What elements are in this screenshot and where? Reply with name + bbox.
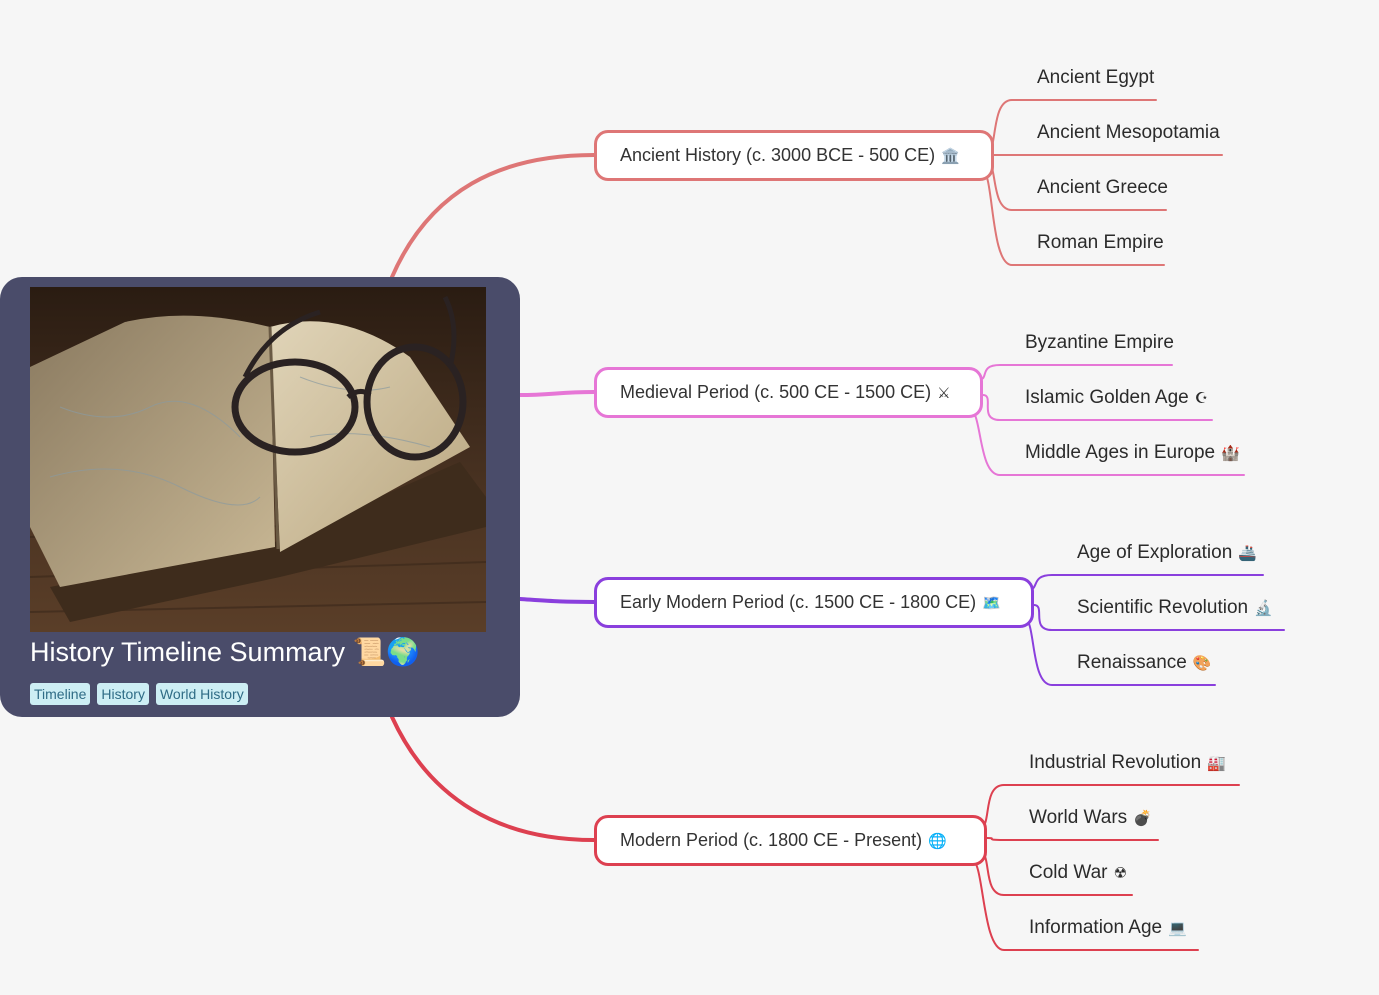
subtopic-information-age[interactable]: Information Age💻	[1029, 917, 1187, 938]
radioactive-icon: ☢	[1113, 865, 1127, 882]
microscope-icon: 🔬	[1254, 600, 1273, 617]
tag-history[interactable]: History	[97, 683, 149, 705]
subtopic-industrial-revolution[interactable]: Industrial Revolution🏭	[1029, 752, 1226, 773]
topic-ancient-history[interactable]: Ancient History (c. 3000 BCE - 500 CE) 🏛…	[594, 130, 994, 181]
factory-icon: 🏭	[1207, 755, 1226, 772]
link-root-ancient	[390, 153, 596, 279]
castle-icon: 🏰	[1221, 445, 1240, 462]
topic-medieval-period[interactable]: Medieval Period (c. 500 CE - 1500 CE) ⚔	[594, 367, 983, 418]
crossed-swords-icon: ⚔	[937, 384, 951, 402]
world-map-icon: 🗺️	[982, 594, 1001, 612]
link-islamic	[982, 394, 1213, 421]
root-node[interactable]: History Timeline Summary 📜🌍 Timeline His…	[0, 277, 520, 717]
book-glasses-photo	[30, 287, 486, 632]
link-world-wars	[986, 837, 1159, 841]
subtopic-byzantine-empire[interactable]: Byzantine Empire	[1025, 332, 1174, 353]
topic-label: Ancient History (c. 3000 BCE - 500 CE)	[620, 145, 936, 165]
subtopic-world-wars[interactable]: World Wars💣	[1029, 807, 1152, 828]
subtopic-scientific-revolution[interactable]: Scientific Revolution🔬	[1077, 597, 1273, 618]
tag-timeline[interactable]: Timeline	[30, 683, 91, 705]
globe-meridians-icon: 🌐	[928, 832, 947, 850]
subtopic-roman-empire[interactable]: Roman Empire	[1037, 232, 1164, 253]
tag-world-history[interactable]: World History	[155, 683, 248, 705]
palette-icon: 🎨	[1192, 655, 1212, 672]
subtopic-cold-war[interactable]: Cold War☢	[1029, 862, 1127, 883]
subtopic-ancient-egypt[interactable]: Ancient Egypt	[1037, 67, 1155, 88]
bomb-icon: 💣	[1133, 810, 1152, 827]
scroll-globe-icons: 📜🌍	[352, 637, 420, 667]
subtopic-renaissance[interactable]: Renaissance🎨	[1077, 652, 1212, 673]
subtopic-ancient-greece[interactable]: Ancient Greece	[1037, 177, 1168, 198]
crescent-star-icon: ☪	[1194, 390, 1209, 407]
classical-building-icon: 🏛️	[941, 147, 960, 165]
laptop-icon: 💻	[1168, 920, 1187, 937]
subtopic-ancient-mesopotamia[interactable]: Ancient Mesopotamia	[1037, 122, 1220, 143]
root-title: History Timeline Summary 📜🌍	[30, 637, 420, 667]
tag-list: Timeline History World History	[30, 683, 248, 705]
link-scientific	[1033, 604, 1285, 631]
topic-label: Modern Period (c. 1800 CE - Present)	[620, 830, 923, 850]
subtopic-islamic-golden-age[interactable]: Islamic Golden Age☪	[1025, 387, 1209, 408]
topic-label: Medieval Period (c. 500 CE - 1500 CE)	[620, 382, 932, 402]
topic-label: Early Modern Period (c. 1500 CE - 1800 C…	[620, 592, 977, 612]
link-root-modern	[390, 715, 596, 842]
subtopic-middle-ages-europe[interactable]: Middle Ages in Europe🏰	[1025, 442, 1240, 463]
topic-early-modern-period[interactable]: Early Modern Period (c. 1500 CE - 1800 C…	[594, 577, 1034, 628]
link-root-early-modern	[518, 597, 596, 604]
topic-modern-period[interactable]: Modern Period (c. 1800 CE - Present) 🌐	[594, 815, 987, 866]
ship-icon: 🚢	[1238, 545, 1257, 562]
link-byzantine	[977, 364, 1173, 381]
subtopic-age-of-exploration[interactable]: Age of Exploration🚢	[1077, 542, 1257, 563]
link-exploration	[1027, 574, 1264, 591]
link-root-medieval	[518, 390, 596, 397]
